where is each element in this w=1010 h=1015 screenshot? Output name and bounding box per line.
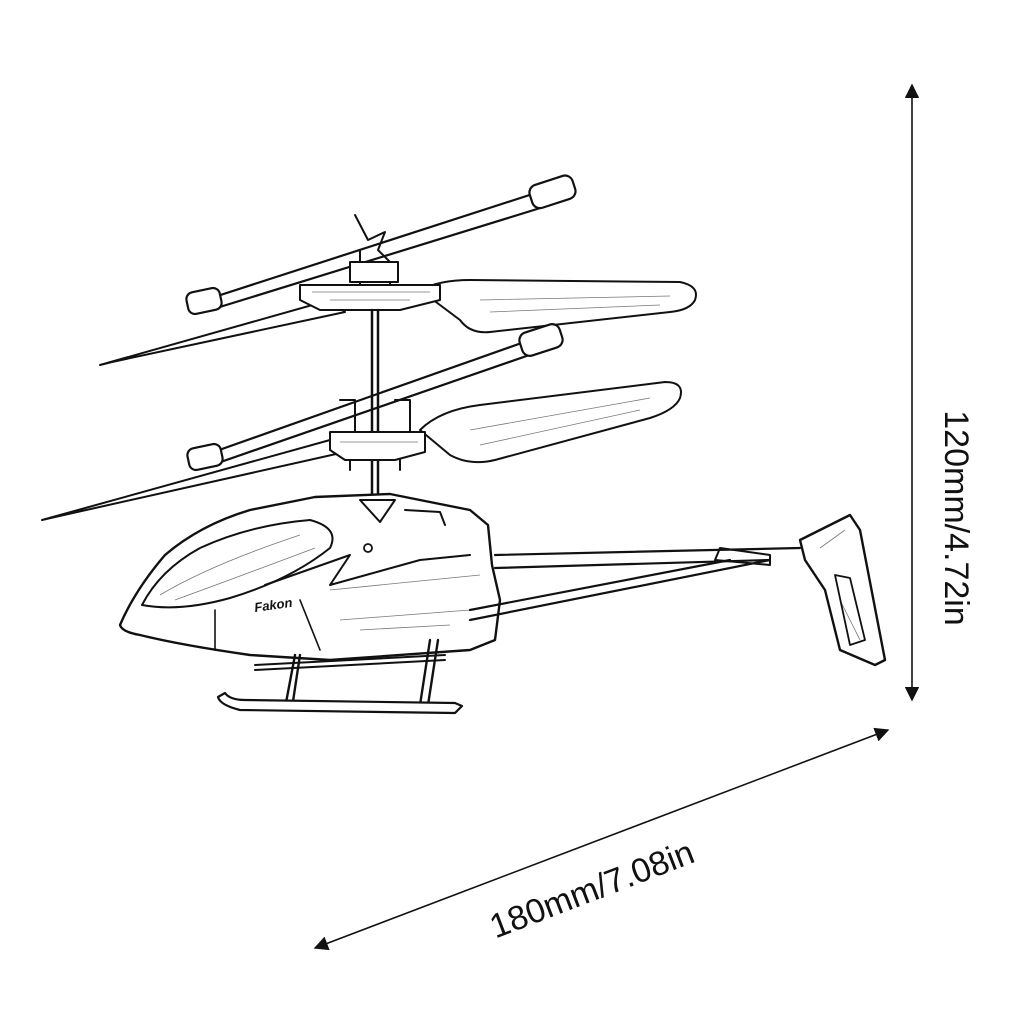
lower-rotor-weight-right <box>518 323 564 357</box>
upper-rotor <box>99 174 697 366</box>
canopy-window <box>141 519 334 609</box>
lower-rotor-blade-right-up <box>203 338 540 467</box>
tail-fin <box>798 513 887 667</box>
body-light <box>363 543 373 553</box>
body-stripe <box>264 554 471 586</box>
width-dimension-label: 180mm/7.08in <box>485 833 700 946</box>
brand-label: Fakon <box>253 595 293 615</box>
lower-rotor <box>41 323 682 521</box>
upper-rotor-blade-left <box>99 299 346 366</box>
upper-rotor-blade-right <box>419 279 697 334</box>
upper-rotor-hub <box>299 284 441 311</box>
lower-rotor-blade-right <box>419 381 682 464</box>
helicopter-illustration: Fakon <box>41 174 887 715</box>
landing-skids <box>216 638 464 715</box>
width-dimension-arrow <box>313 727 890 951</box>
height-dimension: 120mm/4.72in <box>904 83 975 702</box>
upper-rotor-weight-right <box>528 174 577 210</box>
tail-boom <box>468 546 802 622</box>
lower-rotor-hub <box>329 431 426 461</box>
upper-rotor-blade-right-up <box>203 188 552 312</box>
upper-rotor-weight-left <box>185 286 223 316</box>
helicopter-body: Fakon <box>118 492 502 662</box>
lower-rotor-weight-left <box>186 442 224 472</box>
width-dimension: 180mm/7.08in <box>313 727 890 951</box>
height-dimension-label: 120mm/4.72in <box>937 410 975 625</box>
